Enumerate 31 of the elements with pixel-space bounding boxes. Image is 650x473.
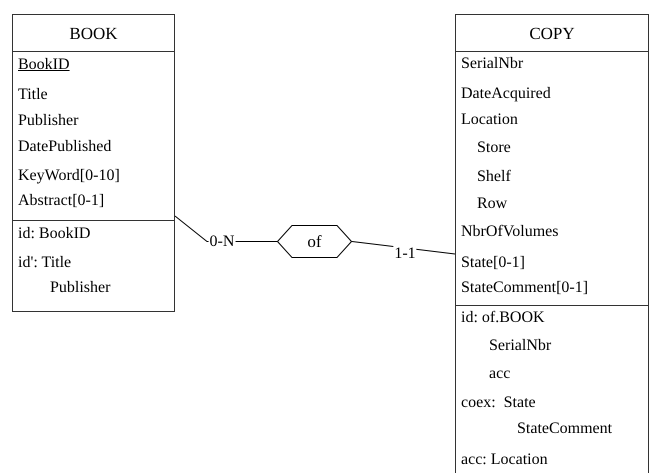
entity-box	[455, 14, 649, 473]
attribute-text: KeyWord[0-10]	[18, 166, 120, 186]
attribute-text: State[0-1]	[461, 253, 525, 273]
entity-box	[12, 14, 175, 312]
attribute-text: Location	[461, 110, 518, 130]
attribute-text: DateAcquired	[461, 84, 551, 104]
entity-name: BOOK	[68, 24, 119, 44]
attribute-text: Row	[477, 194, 508, 214]
entity-name: COPY	[528, 24, 576, 44]
attribute-text: id: BookID	[18, 224, 90, 244]
attribute-text: SerialNbr	[461, 54, 524, 74]
connector-line	[352, 241, 456, 254]
attribute-text: StateComment	[517, 419, 612, 439]
attribute-text: NbrOfVolumes	[461, 222, 558, 242]
attribute-text: id': Title	[18, 253, 72, 273]
attribute-text: Publisher	[18, 111, 78, 131]
cardinality-label: 0-N	[208, 234, 236, 250]
attribute-text: id: of.BOOK	[461, 308, 545, 328]
attribute-text: Title	[18, 85, 48, 105]
attribute-text: Shelf	[477, 167, 511, 187]
attribute-text: Abstract[0-1]	[18, 191, 104, 211]
attribute-text: Publisher	[50, 278, 110, 298]
attribute-text: BookID	[18, 55, 70, 75]
attribute-text: SerialNbr	[489, 336, 552, 356]
attribute-text: acc	[489, 364, 510, 384]
attribute-text: coex: State	[461, 393, 536, 413]
attribute-text: StateComment[0-1]	[461, 278, 588, 298]
attribute-text: Store	[477, 138, 511, 158]
attribute-text: DatePublished	[18, 137, 112, 157]
attribute-text: acc: Location	[461, 450, 548, 470]
relationship-name: of	[307, 233, 322, 250]
